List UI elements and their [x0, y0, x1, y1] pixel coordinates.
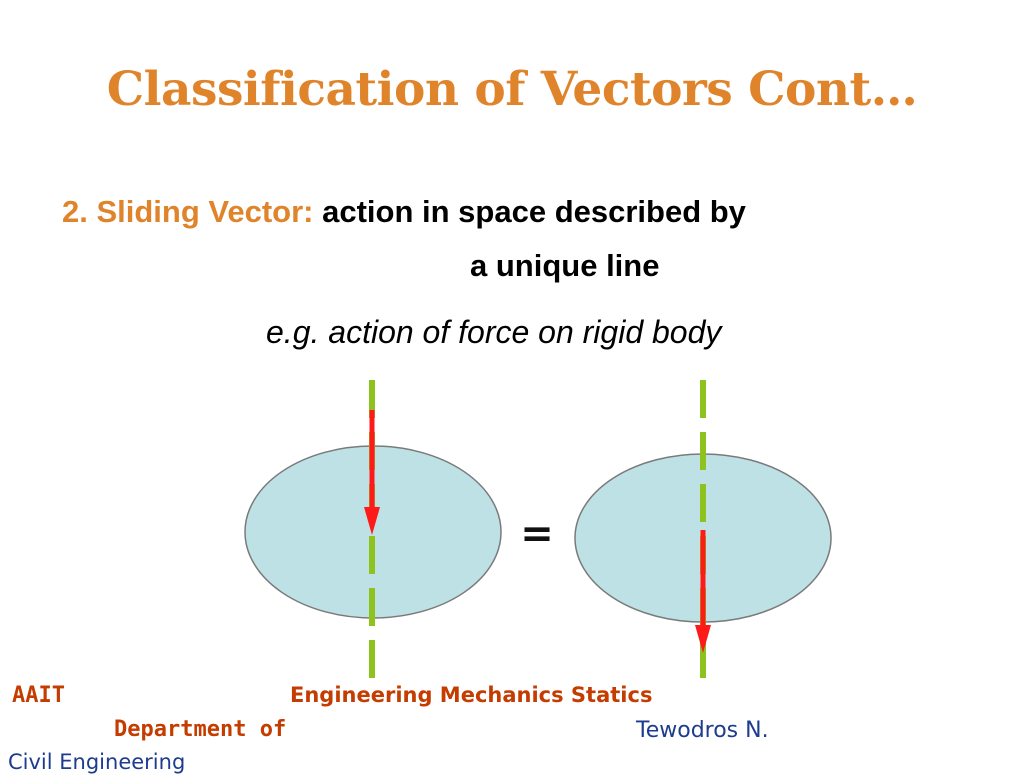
footer-org: AAIT	[12, 683, 65, 708]
point-text-line1: action in space described by	[313, 194, 746, 229]
slide-title: Classification of Vectors Cont…	[106, 62, 918, 117]
example-text: e.g. action of force on rigid body	[266, 314, 722, 350]
force-arrowhead-left	[364, 507, 380, 535]
force-arrowhead-right	[695, 625, 711, 653]
footer-author: Tewodros N.	[636, 718, 769, 743]
equals-sign: =	[520, 511, 554, 557]
sliding-vector-point: 2. Sliding Vector: action in space descr…	[62, 194, 942, 281]
footer-department-name: Civil Engineering	[8, 750, 186, 774]
point-lead: 2. Sliding Vector:	[62, 194, 314, 229]
point-text-line2: a unique line	[470, 248, 660, 283]
footer-department: Department of	[114, 717, 287, 742]
footer-course: Engineering Mechanics Statics	[290, 683, 653, 707]
slide-footer: AAIT Engineering Mechanics Statics Depar…	[0, 680, 1024, 774]
sliding-vector-diagram: =	[244, 380, 832, 687]
